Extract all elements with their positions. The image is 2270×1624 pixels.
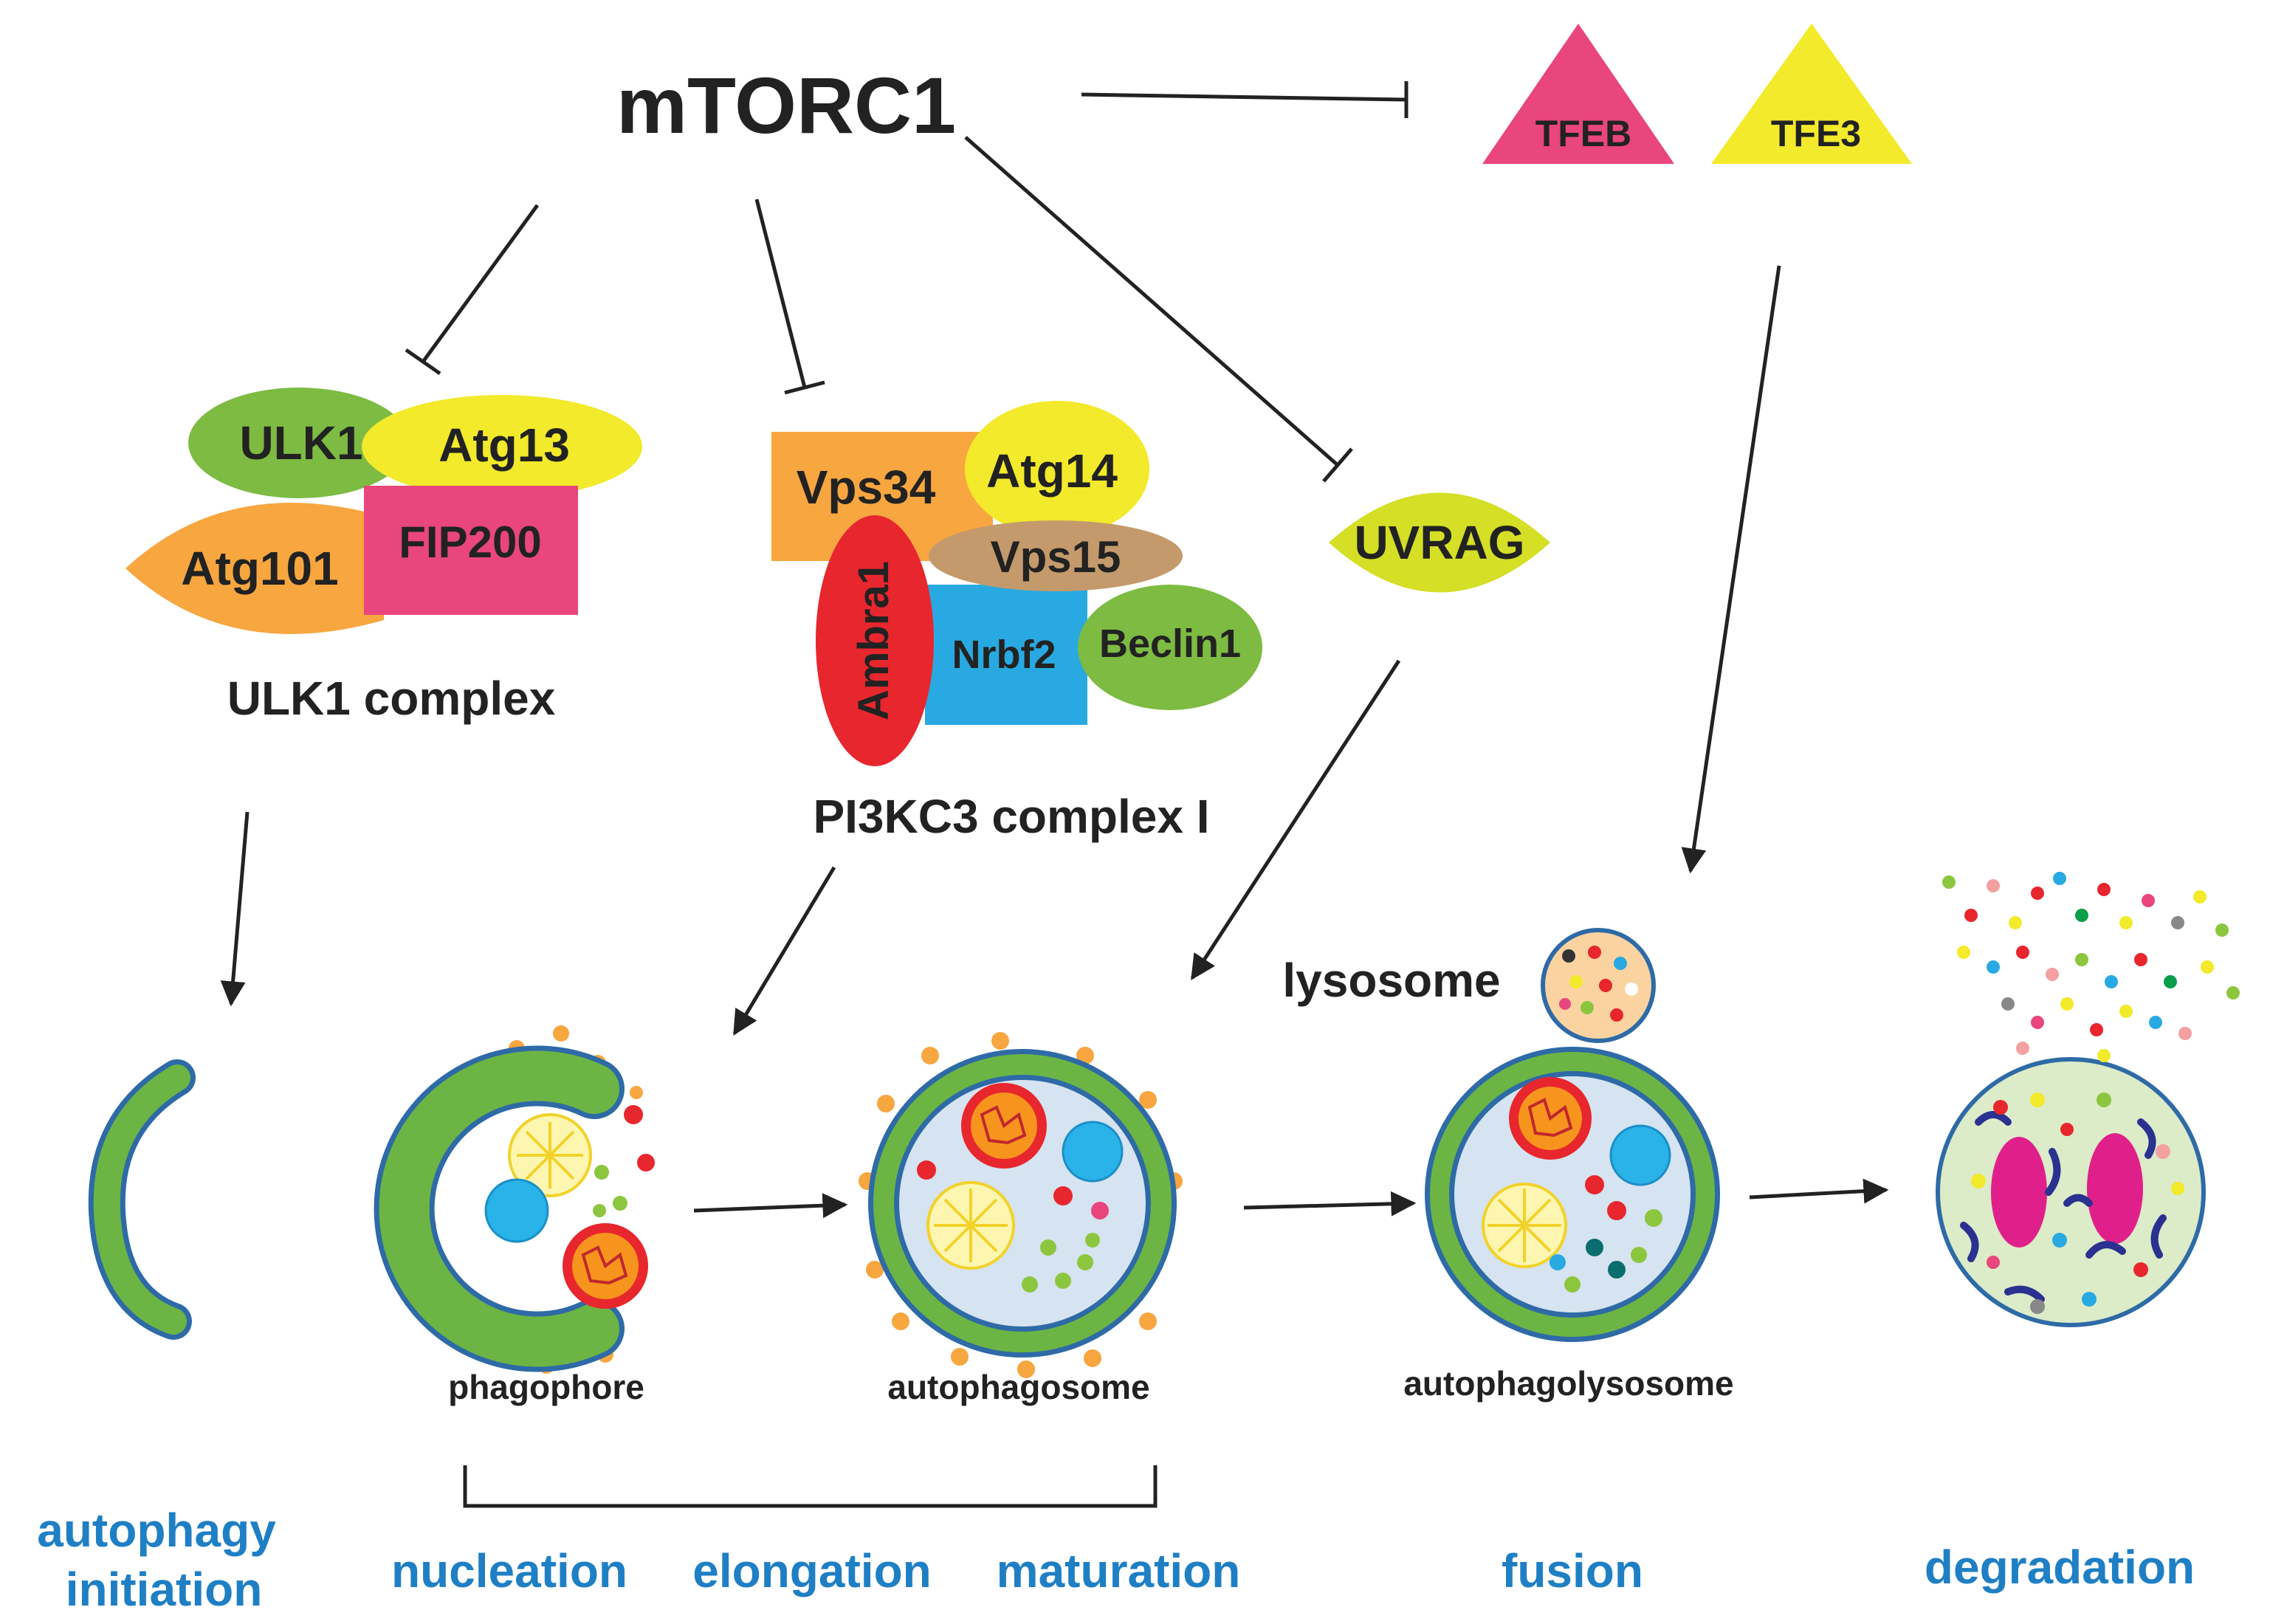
phagophore: phagophore xyxy=(374,1025,655,1406)
autophagosome-label: autophagosome xyxy=(887,1368,1149,1406)
pi3kc3-complex-title: PI3KC3 complex I xyxy=(813,790,1209,843)
ulk1-label: ULK1 xyxy=(239,416,362,469)
phagophore-yellow-vesicle xyxy=(508,1113,592,1197)
ulk1-complex-title: ULK1 complex xyxy=(227,672,556,725)
autophagosome-orange-dots xyxy=(859,1032,1183,1378)
atg14-protein xyxy=(965,401,1149,537)
atg101-protein xyxy=(125,503,384,634)
pi3kc3-complex: Vps34 Atg14 Vps15 Ambra1 Nrbf2 Beclin1 P… xyxy=(771,401,1262,843)
inhibition-mtorc1-pi3kc3 xyxy=(754,199,825,395)
lysosome-label: lysosome xyxy=(1282,954,1500,1007)
stage-elongation: elongation xyxy=(692,1544,932,1597)
nrbf2-label: Nrbf2 xyxy=(952,633,1056,677)
phagophore-mitochondrion xyxy=(563,1223,648,1309)
tfe3-triangle xyxy=(1711,24,1912,164)
degradation-vesicle xyxy=(1936,872,2240,1327)
autophagosome-mitochondrion xyxy=(961,1083,1047,1169)
ambra1-label: Ambra1 xyxy=(850,561,898,720)
autophagosome: autophagosome xyxy=(859,1032,1183,1406)
tfeb-triangle xyxy=(1482,24,1674,164)
tfe3-node: TFE3 xyxy=(1711,24,1912,164)
stage-degradation: degradation xyxy=(1925,1541,2195,1594)
nucleation-maturation-bracket xyxy=(463,1465,1158,1508)
arrow-pi3kc3-nucleation xyxy=(732,866,836,1036)
inhibition-mtorc1-tfeb xyxy=(1081,81,1409,118)
ambra1-protein xyxy=(816,515,934,766)
vps15-protein xyxy=(929,520,1183,591)
atg13-protein xyxy=(362,395,642,498)
atg13-label: Atg13 xyxy=(438,419,570,472)
tfeb-node: TFEB xyxy=(1482,24,1674,164)
arrow-fusion-degradation xyxy=(1749,1178,1889,1204)
degradation-released-products xyxy=(1942,872,2240,1062)
arrow-uvrag-maturation xyxy=(1190,659,1401,980)
autophagolysosome: autophagolysosome xyxy=(1403,1047,1734,1403)
fip200-label: FIP200 xyxy=(399,517,541,567)
stage-initiation-line2: initiation xyxy=(66,1563,263,1616)
autophagosome-yellow-vesicle xyxy=(926,1181,1015,1270)
phagophore-label: phagophore xyxy=(448,1368,644,1406)
arrow-phagophore-autophagosome xyxy=(693,1193,848,1219)
vps34-label: Vps34 xyxy=(797,461,936,514)
autophagolysosome-mitochondrion xyxy=(1509,1077,1592,1160)
fip200-protein xyxy=(364,486,578,615)
tfe3-label: TFE3 xyxy=(1771,113,1861,154)
beclin1-label: Beclin1 xyxy=(1099,622,1241,666)
arrow-ulk1-initiation xyxy=(220,811,250,1007)
ulk1-protein xyxy=(188,388,410,498)
nrbf2-protein xyxy=(925,585,1087,725)
arrow-autophagosome-fusion xyxy=(1243,1191,1417,1217)
uvrag-label: UVRAG xyxy=(1354,516,1524,569)
atg14-label: Atg14 xyxy=(986,444,1118,498)
uvrag-protein xyxy=(1329,492,1550,593)
stage-nucleation: nucleation xyxy=(391,1544,627,1597)
stage-maturation: maturation xyxy=(997,1544,1241,1597)
arrow-tfe-lysosome xyxy=(1681,265,1781,874)
lysosome: lysosome xyxy=(1282,928,1656,1043)
stage-initiation-line1: autophagy xyxy=(37,1504,276,1557)
beclin1-protein xyxy=(1078,585,1262,710)
uvrag-node: UVRAG xyxy=(1329,492,1550,593)
vps15-label: Vps15 xyxy=(991,532,1121,582)
stage-fusion: fusion xyxy=(1502,1544,1643,1597)
inhibition-mtorc1-ulk1 xyxy=(405,204,540,376)
phagophore-blue-vesicle xyxy=(484,1178,549,1243)
mtorc1-label: mTORC1 xyxy=(616,61,956,150)
atg101-label: Atg101 xyxy=(181,542,338,595)
autophagolysosome-label: autophagolysosome xyxy=(1403,1364,1733,1403)
ulk1-complex: ULK1 Atg13 Atg101 FIP200 ULK1 complex xyxy=(125,388,642,725)
inhibition-mtorc1-uvrag xyxy=(964,136,1353,483)
tfeb-label: TFEB xyxy=(1535,113,1632,154)
autophagosome-blue-vesicle xyxy=(1062,1121,1124,1183)
